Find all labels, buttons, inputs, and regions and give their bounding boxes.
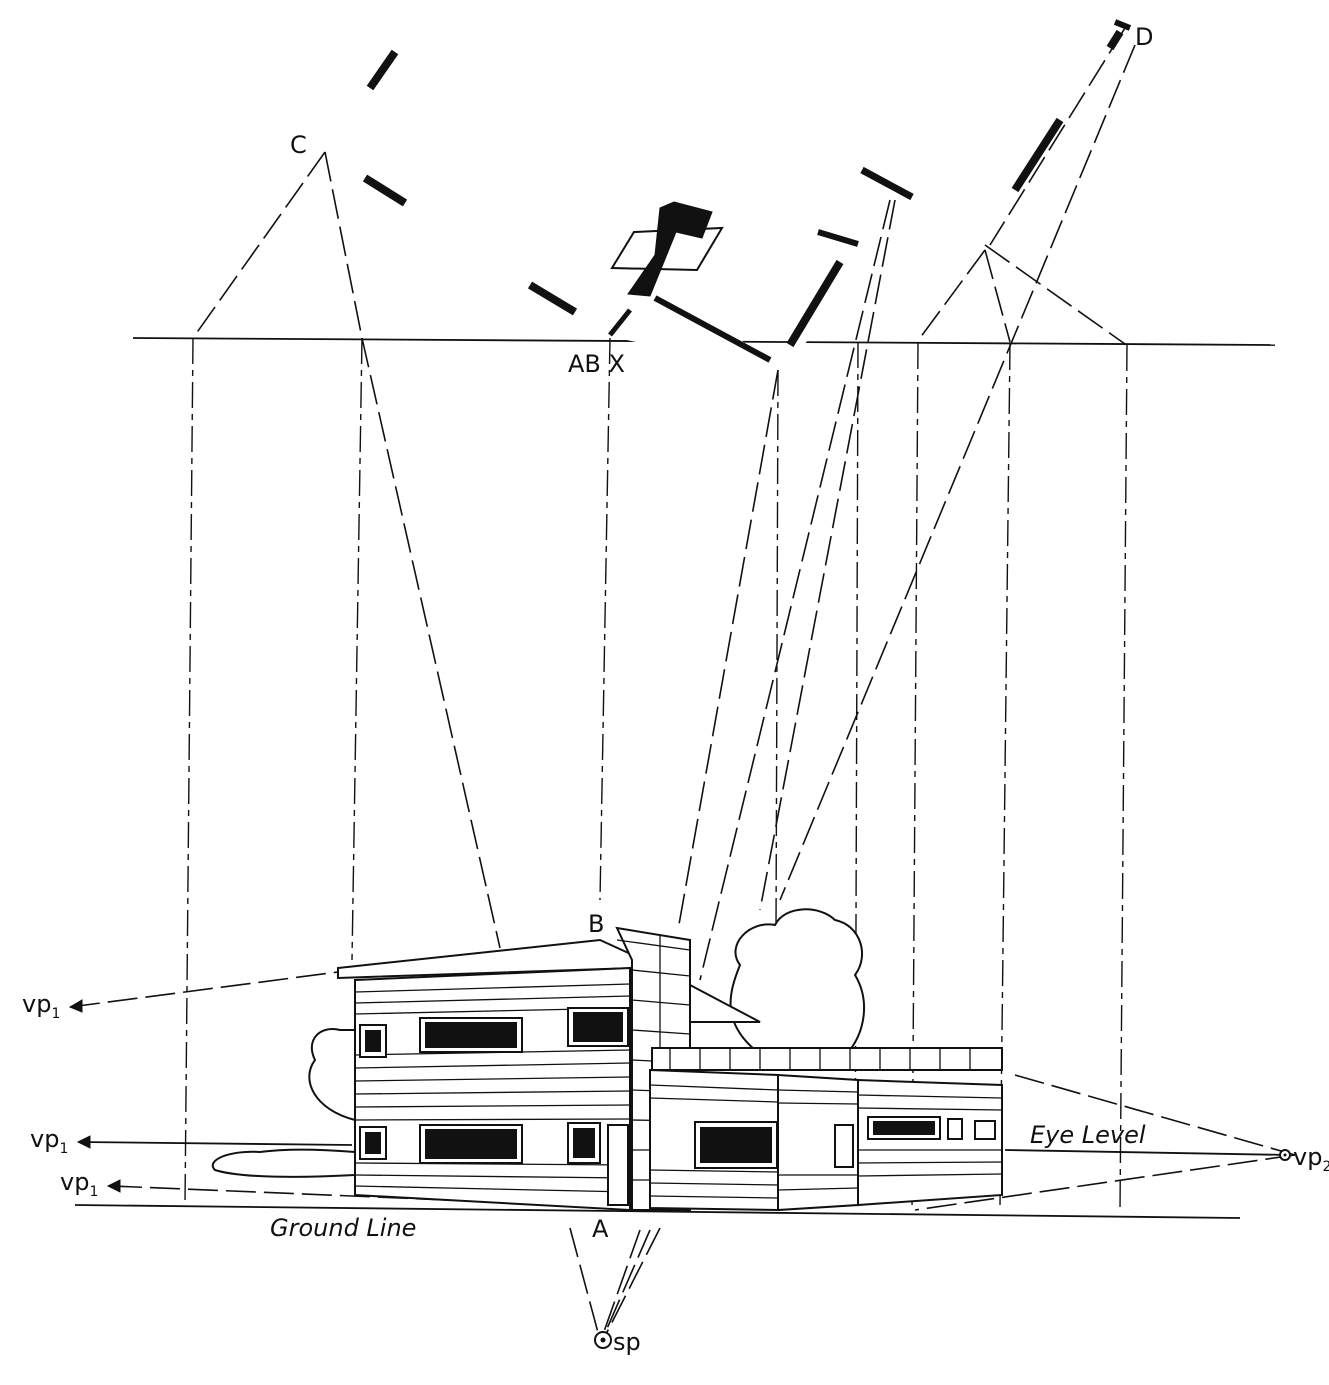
label-d: D <box>1135 23 1153 51</box>
label-vp1-bottom: vp1 <box>60 1168 98 1200</box>
label-vp1-middle: vp1 <box>30 1125 68 1157</box>
label-abx: AB X <box>568 350 625 378</box>
label-sp: sp <box>613 1328 641 1356</box>
projection-lines <box>69 27 1296 1341</box>
vp1-eye-line <box>79 1141 353 1146</box>
ground-line <box>74 1204 1241 1219</box>
label-c: C <box>290 131 307 159</box>
label-eye-level: Eye Level <box>1030 1121 1146 1149</box>
label-ground-line: Ground Line <box>270 1214 416 1242</box>
label-a: A <box>592 1215 609 1243</box>
label-vp1-top: vp1 <box>22 990 60 1022</box>
plan-view <box>322 19 1132 372</box>
eye-level-line <box>1004 1149 1291 1156</box>
label-vp2: vp2 <box>1293 1143 1329 1175</box>
label-b: B <box>588 910 604 938</box>
house <box>337 926 1003 1212</box>
trees <box>211 908 866 1178</box>
